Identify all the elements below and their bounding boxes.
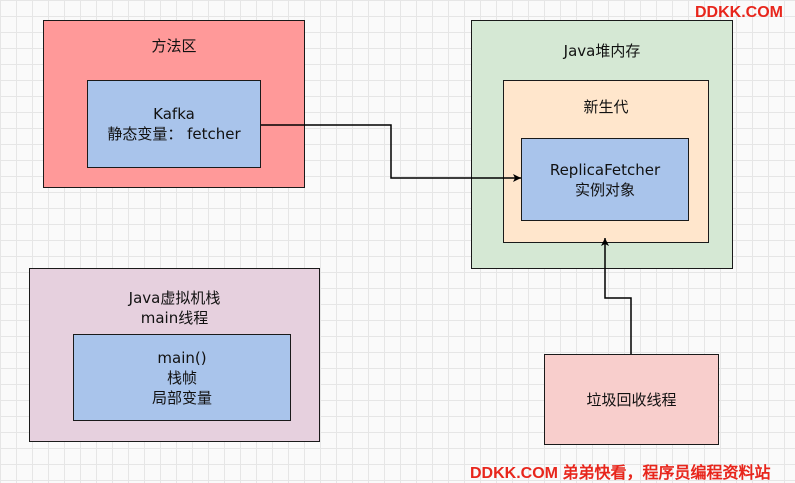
method-area-title: 方法区 (151, 37, 197, 55)
jvm-stack[interactable]: Java虚拟机栈 main线程 main() 栈帧 局部变量 (29, 268, 320, 442)
reference-arrow (261, 124, 521, 182)
main-thread-label: main线程 (140, 309, 209, 327)
kafka-label: Kafka (153, 105, 195, 123)
watermark-bottom: DDKK.COM 弟弟快看，程序员编程资料站 (470, 465, 771, 482)
gc-arrow (601, 238, 632, 354)
jvm-stack-title: Java虚拟机栈 (128, 289, 221, 307)
gc-thread-label: 垃圾回收线程 (586, 390, 677, 409)
replica-fetcher-object[interactable]: ReplicaFetcher 实例对象 (521, 138, 689, 221)
local-variable-label: 局部变量 (151, 388, 212, 407)
young-generation-title: 新生代 (583, 98, 629, 116)
method-area[interactable]: 方法区 Kafka 静态变量： fetcher (43, 20, 305, 188)
stack-frame-label: 栈帧 (166, 368, 197, 387)
java-heap[interactable]: Java堆内存 新生代 ReplicaFetcher 实例对象 (471, 20, 733, 269)
java-heap-title: Java堆内存 (563, 42, 641, 60)
static-variable-label: 静态变量： fetcher (107, 125, 241, 143)
main-method-label: main() (157, 348, 207, 367)
gc-thread-box[interactable]: 垃圾回收线程 (544, 354, 719, 445)
young-generation[interactable]: 新生代 ReplicaFetcher 实例对象 (503, 80, 709, 243)
stack-frame-box[interactable]: main() 栈帧 局部变量 (73, 334, 291, 421)
replica-fetcher-label: ReplicaFetcher (549, 160, 661, 179)
watermark-top: DDKK.COM (695, 4, 783, 21)
instance-object-label: 实例对象 (574, 180, 635, 199)
kafka-class-box[interactable]: Kafka 静态变量： fetcher (87, 80, 261, 168)
